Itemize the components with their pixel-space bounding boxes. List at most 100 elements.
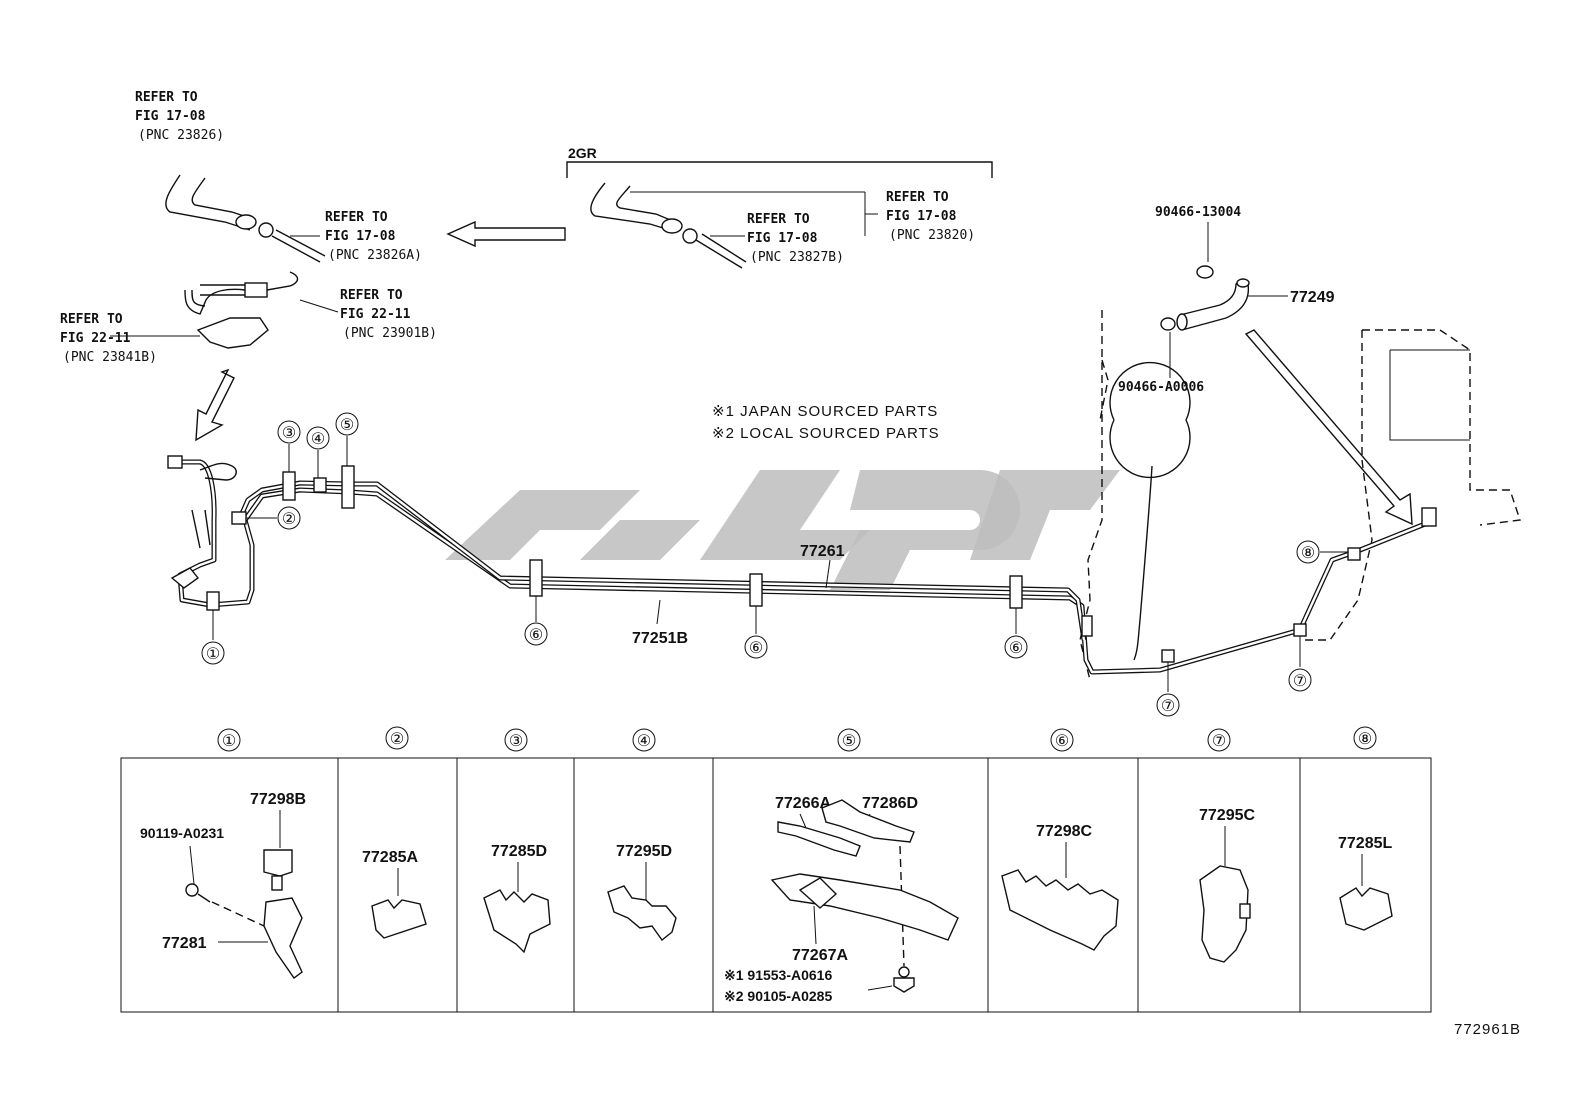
clip-top-label: 90466-13004	[1155, 205, 1241, 220]
table-header-4: ④	[637, 733, 651, 750]
clamp-icon-2	[682, 228, 698, 244]
ref6-line1: REFER TO	[886, 190, 949, 205]
table-header-3: ③	[509, 733, 523, 750]
hose-upper-left	[165, 174, 326, 263]
table-cell-6: 77298C	[1001, 823, 1119, 951]
clamp-77285A-icon	[371, 899, 427, 939]
callout-5: ⑤	[340, 417, 354, 434]
part-77281: 77281	[162, 935, 207, 952]
ref4-line1: REFER TO	[60, 312, 123, 327]
part-77285A: 77285A	[362, 849, 418, 866]
bracket-77281-icon	[263, 897, 303, 979]
part-77267A: 77267A	[792, 947, 848, 964]
ref4-line3: (PNC 23841B)	[63, 350, 157, 365]
part-90105-A0285: ※2 90105-A0285	[724, 988, 832, 1004]
callout-8: ⑧	[1301, 545, 1315, 562]
part-77285L: 77285L	[1338, 835, 1392, 852]
table-cell-5: 77266A 77286D 77267A ※1 91553-A0616 ※2 9…	[724, 795, 959, 1004]
table-header-6: ⑥	[1055, 733, 1069, 750]
part-90119-A0231: 90119-A0231	[140, 825, 224, 841]
ref5-line1: REFER TO	[747, 212, 810, 227]
clamp-6c	[1009, 575, 1023, 609]
clip-bottom-label: 90466-A0006	[1118, 380, 1204, 395]
table-cell-8: 77285L	[1338, 835, 1393, 931]
clamp-77285L-icon	[1339, 887, 1393, 931]
clamp-3	[282, 471, 296, 501]
tube-main-label: 77261	[800, 543, 845, 560]
clamp-8	[1347, 547, 1361, 561]
arrow-left	[446, 220, 566, 248]
callout-7a: ⑦	[1161, 698, 1175, 715]
ref5-line3: (PNC 23827B)	[750, 250, 844, 265]
callout-3: ③	[282, 425, 296, 442]
bolt-icon	[185, 883, 199, 897]
part-77298C: 77298C	[1036, 823, 1092, 840]
callout-1: ①	[206, 646, 220, 663]
ref5-line2: FIG 17-08	[747, 231, 818, 246]
clip-77266A-icon	[777, 821, 861, 857]
callout-6b: ⑥	[749, 640, 763, 657]
table-cell-4: 77295D	[607, 843, 677, 942]
tank-outline	[1079, 310, 1521, 681]
clamp-5	[341, 465, 355, 509]
clamp-7b	[1293, 623, 1307, 637]
part-91553-A0616: ※1 91553-A0616	[724, 967, 832, 983]
fuel-line-upper	[237, 480, 1087, 641]
ref1-line1: REFER TO	[135, 90, 198, 105]
clamp-6b	[749, 573, 763, 607]
hose-2gr	[590, 182, 878, 269]
ref-block-4: REFER TO FIG 22-11 (PNC 23841B)	[60, 312, 157, 365]
ref3-line3: (PNC 23901B)	[343, 326, 437, 341]
clamp-77286D-icon	[821, 799, 915, 843]
callout-4: ④	[311, 431, 325, 448]
line-clamps	[206, 465, 1361, 663]
variant-label: 2GR	[568, 145, 597, 161]
line-labels: 77261 77251B	[632, 543, 845, 647]
ref-block-3: REFER TO FIG 22-11 (PNC 23901B)	[340, 288, 437, 341]
part-77295C: 77295C	[1199, 807, 1255, 824]
ref-block-6: REFER TO FIG 17-08 (PNC 23820)	[886, 190, 975, 243]
clamp-77295D-icon	[607, 885, 677, 942]
fuel-line-lower	[173, 459, 1426, 675]
note-1: ※1 JAPAN SOURCED PARTS	[712, 403, 938, 420]
ref-block-5: REFER TO FIG 17-08 (PNC 23827B)	[747, 212, 844, 265]
clip-top-icon	[1196, 265, 1214, 279]
ref-block-2: REFER TO FIG 17-08 (PNC 23826A)	[325, 210, 422, 263]
variant-bracket: 2GR	[566, 145, 993, 178]
watermark	[445, 470, 1120, 590]
arrow-down-left	[195, 368, 235, 442]
clamp-icon	[258, 222, 274, 238]
table-header-8: ⑧	[1358, 731, 1372, 748]
bracket-77267A-icon	[770, 873, 959, 941]
callout-7b: ⑦	[1293, 673, 1307, 690]
callout-6c: ⑥	[1009, 640, 1023, 657]
clamp-4	[313, 477, 327, 493]
ref1-line3: (PNC 23826)	[138, 128, 224, 143]
ref2-line3: (PNC 23826A)	[328, 248, 422, 263]
ref6-line3: (PNC 23820)	[889, 228, 975, 243]
callout-6a: ⑥	[529, 627, 543, 644]
figure-id: 772961B	[1454, 1021, 1521, 1038]
ref1-line2: FIG 17-08	[135, 109, 206, 124]
part-77285D: 77285D	[491, 843, 547, 860]
clip-77298B-icon	[263, 849, 293, 877]
clamp-1	[206, 591, 220, 611]
table-header-7: ⑦	[1212, 733, 1226, 750]
parts-table	[120, 757, 1432, 1013]
hose-label: 77249	[1290, 289, 1335, 306]
clamp-77285D-icon	[483, 889, 551, 954]
ref6-line2: FIG 17-08	[886, 209, 957, 224]
clamp-77298C-icon	[1001, 869, 1119, 951]
ref2-line1: REFER TO	[325, 210, 388, 225]
clamp-2	[231, 511, 247, 525]
table-cell-3: 77285D	[483, 843, 551, 954]
table-header-1: ①	[222, 733, 236, 750]
hose-77249-assembly: 90466-13004 77249 90466-A0006	[1118, 205, 1413, 526]
part-77286D: 77286D	[862, 795, 918, 812]
table-headers: ① ② ③ ④ ⑤ ⑥ ⑦ ⑧	[217, 726, 1377, 752]
clamp-7a	[1161, 649, 1175, 663]
left-end-fittings	[167, 455, 1437, 637]
notes: ※1 JAPAN SOURCED PARTS ※2 LOCAL SOURCED …	[712, 403, 939, 442]
ref2-line2: FIG 17-08	[325, 229, 396, 244]
